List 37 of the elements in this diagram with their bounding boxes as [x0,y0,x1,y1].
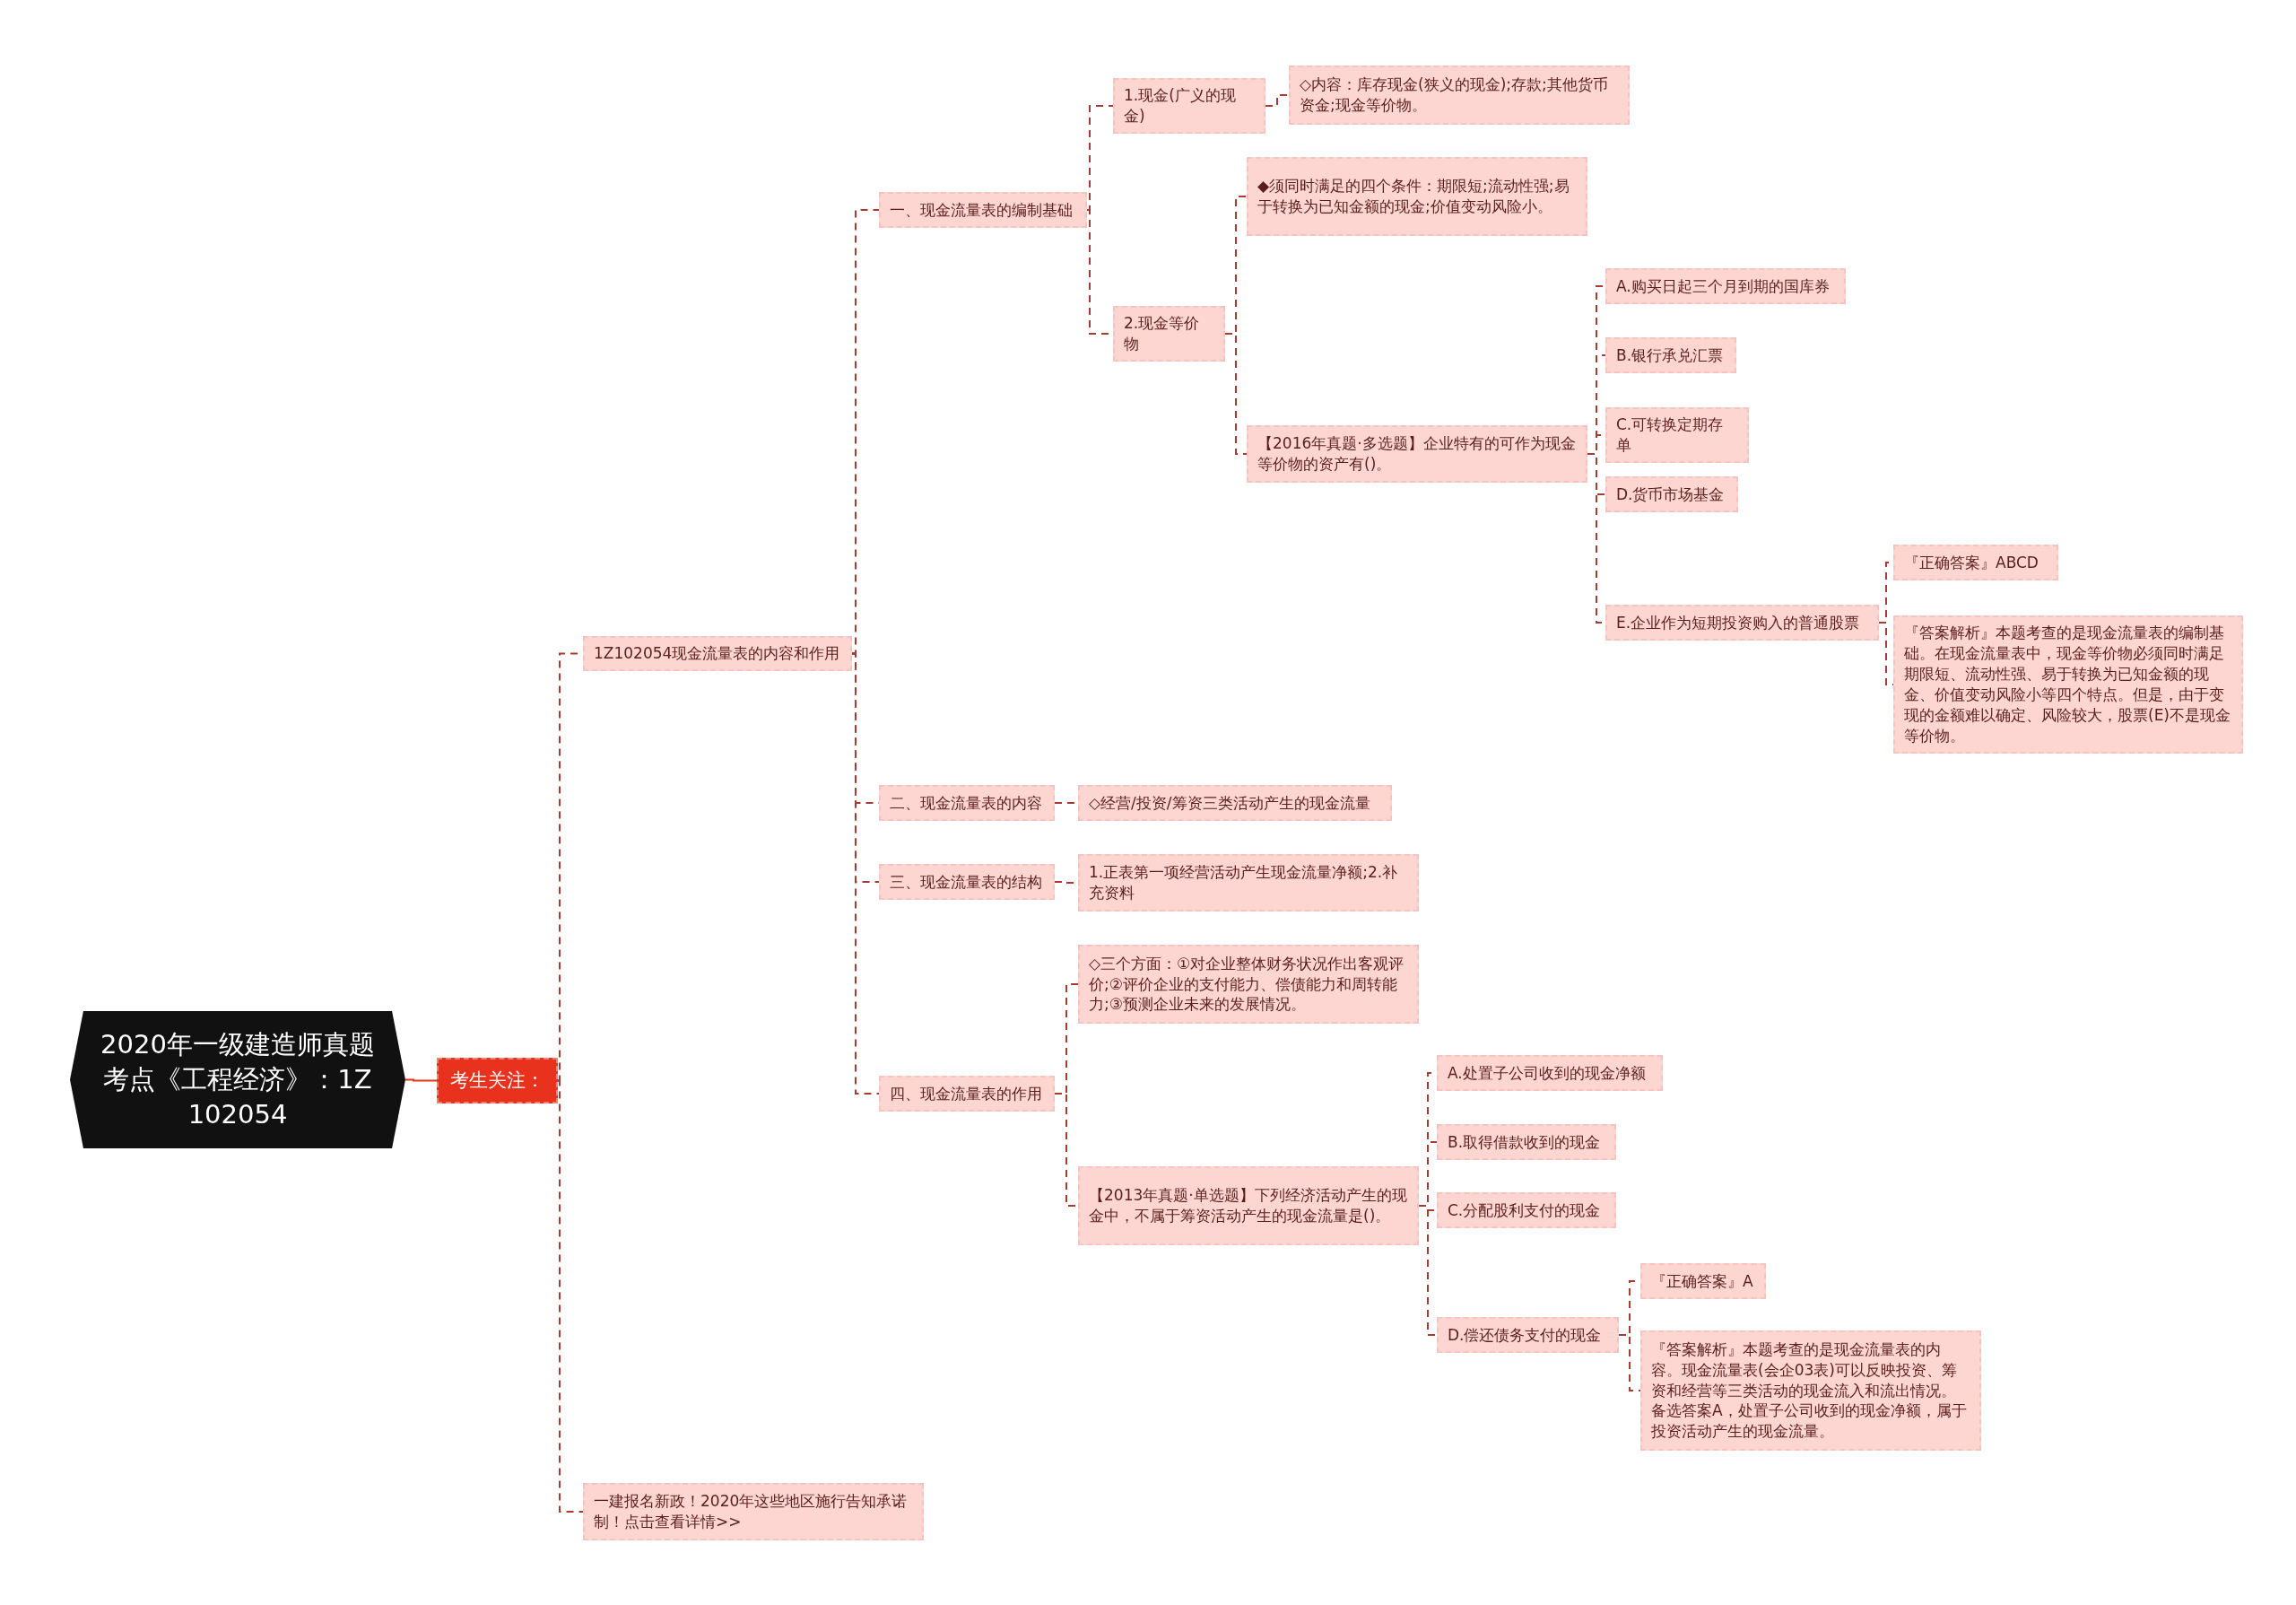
topic-box: 【2016年真题·多选题】企业特有的可作为现金等价物的资产有()。 [1247,425,1587,483]
topic-box: D.偿还债务支付的现金 [1437,1317,1619,1353]
topic-box: C.可转换定期存单 [1605,407,1749,463]
topic-box: 1Z102054现金流量表的内容和作用 [583,636,852,671]
topic-box: 『正确答案』A [1640,1263,1766,1299]
topic-box: ◆须同时满足的四个条件：期限短;流动性强;易于转换为已知金额的现金;价值变动风险小。 [1247,157,1587,236]
connector-line [404,1078,438,1082]
connector-line [1224,333,1248,455]
topic-box: ◇三个方面：①对企业整体财务状况作出客观评价;②评价企业的支付能力、偿债能力和周转能力;③预测企业未来的发展情况。 [1078,945,1419,1024]
topic-box: C.分配股利支付的现金 [1437,1192,1616,1228]
label-tag: 考生关注： [437,1058,558,1103]
topic-box: A.处置子公司收到的现金净额 [1437,1055,1663,1091]
topic-box: 『答案解析』本题考查的是现金流量表的编制基础。在现金流量表中，现金等价物必须同时满足期限短、流动性强、易于转换为已知金额的现金、价值变动风险小等四个特点。但是，由于变现的金额难以确定、风险较大，股票(E)不是现金等价物。 [1893,615,2243,754]
topic-box: ◇经营/投资/筹资三类活动产生的现金流量 [1078,785,1392,821]
topic-box: 『正确答案』ABCD [1893,545,2058,580]
connector-line [1418,1205,1438,1336]
topic-box: 1.正表第一项经营活动产生现金流量净额;2.补充资料 [1078,854,1419,912]
topic-box: A.购买日起三个月到期的国库券 [1605,268,1846,304]
topic-box: 四、现金流量表的作用 [879,1076,1055,1112]
topic-box: 一建报名新政！2020年这些地区施行告知承诺制！点击查看详情>> [583,1483,924,1540]
connector-line [851,652,880,1095]
topic-box: 1.现金(广义的现金) [1113,78,1265,134]
topic-box: 【2013年真题·单选题】下列经济活动产生的现金中，不属于筹资活动产生的现金流量是()。 [1078,1166,1419,1245]
topic-box: 一、现金流量表的编制基础 [879,192,1087,228]
topic-box: ◇内容：库存现金(狭义的现金);存款;其他货币资金;现金等价物。 [1289,65,1630,125]
topic-box: B.取得借款收到的现金 [1437,1124,1616,1160]
connector-line [557,1079,584,1513]
connector-line [1086,105,1114,211]
topic-box: 二、现金流量表的内容 [879,785,1055,821]
connector-line [1265,94,1290,107]
connector-line [1618,1334,1641,1391]
topic-box: 『答案解析』本题考查的是现金流量表的内容。现金流量表(会企03表)可以反映投资、筹资和经营等三类活动的现金流入和流出情况。备选答案A，处置子公司收到的现金净额，属于投资活动产生的现金流量。 [1640,1330,1981,1451]
topic-box: 2.现金等价物 [1113,306,1225,362]
topic-box: E.企业作为短期投资购入的普通股票 [1605,605,1879,641]
topic-box: B.银行承兑汇票 [1605,337,1736,373]
topic-box: D.货币市场基金 [1605,476,1738,512]
topic-box: 三、现金流量表的结构 [879,864,1055,900]
